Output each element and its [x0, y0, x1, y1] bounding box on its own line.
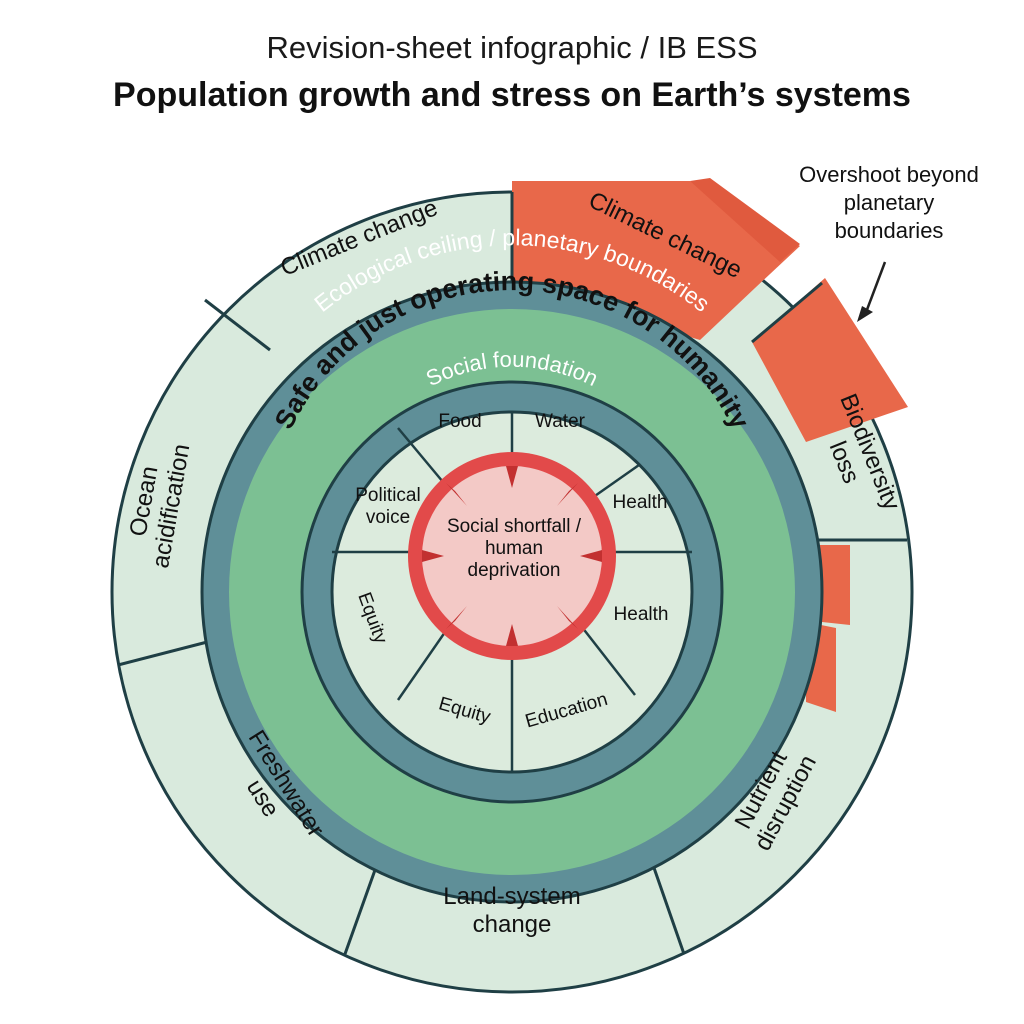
- social-sector-label-4: Health: [614, 604, 669, 625]
- infographic-title: Population growth and stress on Earth’s …: [113, 76, 911, 114]
- foundation-outline: [300, 380, 724, 804]
- spike-sw: [446, 606, 467, 629]
- spike-se: [557, 606, 578, 629]
- social-sector-label-8-line: voice: [366, 507, 410, 528]
- outer-segment-label-5-line: change: [473, 911, 552, 938]
- social-sector-label-2: Water: [535, 411, 586, 432]
- social-sector-label-2-line: Water: [535, 411, 586, 432]
- social-sector-label-1-line: Food: [438, 411, 481, 432]
- divider-2: [751, 281, 823, 344]
- sector-line-4: [577, 621, 636, 696]
- shortfall-spikes: [422, 466, 602, 646]
- overshoot-wedge-climate-tip: [690, 178, 800, 262]
- divider-6: [117, 638, 216, 667]
- social-sector-dividers: [332, 412, 692, 772]
- overshoot-wedge-biodiversity: [752, 278, 908, 442]
- shortfall-core: [422, 466, 602, 646]
- social-sector-label-4-line: Health: [614, 604, 669, 625]
- annotation-arrow-shaft: [863, 261, 887, 316]
- spike-w: [422, 550, 444, 562]
- spike-e: [580, 550, 602, 562]
- spike-n: [506, 466, 518, 488]
- ceiling-outline: [200, 280, 824, 904]
- overshoot-annotation-text-line: Overshoot beyond: [799, 162, 979, 187]
- overshoot-annotation: Overshoot beyond planetary boundaries: [799, 162, 979, 243]
- social-sector-label-8-line: Political: [355, 485, 420, 506]
- social-sector-label-3: Health: [613, 492, 668, 513]
- overshoot-annotation-text: Overshoot beyond planetary boundaries: [799, 162, 979, 243]
- spike-ne: [557, 483, 578, 506]
- sector-line-6: [396, 621, 454, 701]
- spike-nw: [446, 483, 467, 506]
- social-sector-label-3-line: Health: [613, 492, 668, 513]
- spike-s: [506, 624, 518, 646]
- shortfall-label-line: deprivation: [468, 560, 561, 581]
- infographic-subtitle: Revision-sheet infographic / IB ESS: [266, 30, 758, 65]
- social-sector-label-1: Food: [438, 411, 481, 432]
- annotation-arrow-head: [857, 306, 873, 322]
- outer-segment-label-5-line: Land-system: [443, 883, 580, 910]
- overshoot-wedge-nutrient: [820, 545, 850, 625]
- overshoot-annotation-text-line: boundaries: [835, 218, 944, 243]
- outer-segment-dividers: [117, 192, 907, 955]
- overshoot-annotation-text-line: planetary: [844, 190, 935, 215]
- shortfall-label-line: Social shortfall /: [447, 516, 582, 537]
- shortfall-label-line: human: [485, 538, 543, 559]
- divider-7: [204, 298, 271, 352]
